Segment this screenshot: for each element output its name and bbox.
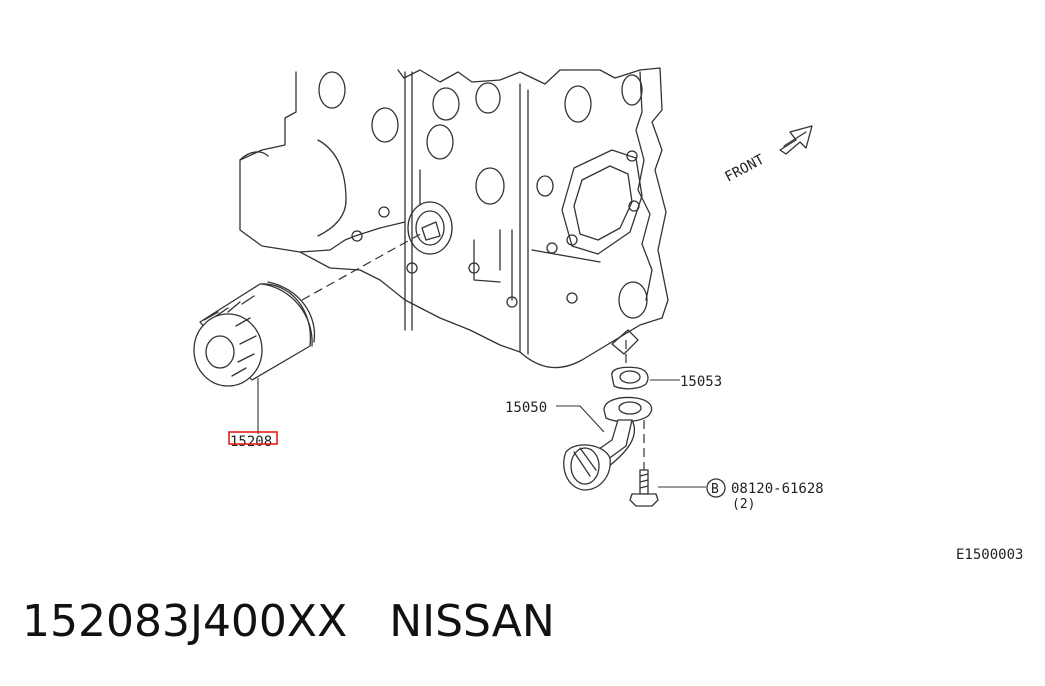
part-label-08120-61628: 08120-61628 (731, 481, 824, 497)
figure-code: E1500003 (956, 547, 1023, 563)
front-label: FRONT (722, 151, 767, 185)
part-highlight-box (228, 431, 278, 445)
engine-block (239, 67, 669, 369)
brand-name: NISSAN (389, 596, 555, 647)
part-number: 152083J400XX (22, 596, 348, 647)
part-label-15053: 15053 (680, 374, 722, 390)
oil-strainer: 15050 (505, 396, 653, 491)
bolt-marker-letter: B (711, 482, 719, 497)
bolt-type-marker (706, 478, 726, 498)
filter-alignment-line (301, 231, 425, 301)
oil-filter: 15208 (193, 231, 425, 450)
part-label-15208: 15208 (230, 434, 272, 450)
bolt-quantity: (2) (732, 497, 755, 512)
bolt: B 08120-61628 (2) (629, 420, 824, 512)
gasket: 15053 (611, 340, 722, 390)
front-arrow-icon (779, 125, 813, 155)
part-caption: 152083J400XX NISSAN (22, 596, 555, 647)
front-indicator: FRONT (722, 125, 813, 186)
part-label-15050: 15050 (505, 400, 547, 416)
